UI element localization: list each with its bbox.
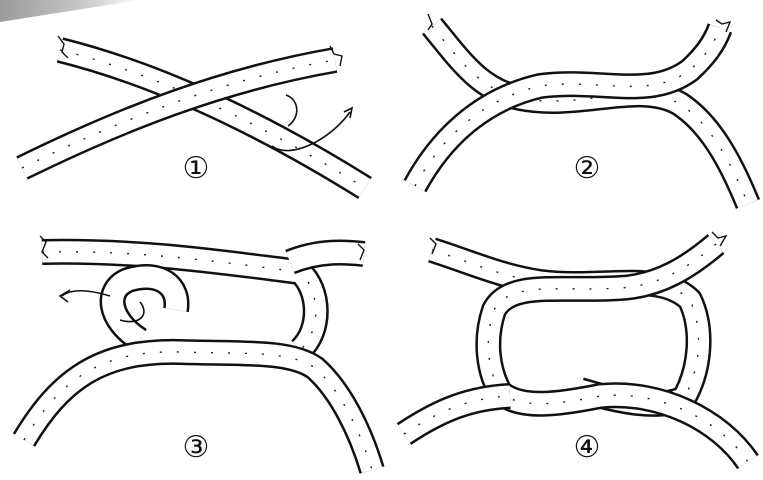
step-number-3: ③ [176, 431, 216, 465]
frayed-end [428, 14, 730, 32]
rope-strand-right [290, 252, 364, 262]
frayed-end [430, 232, 726, 254]
panel-step-4 [404, 232, 748, 462]
step-number-1: ① [176, 152, 216, 186]
arrow-head [60, 290, 70, 302]
step-number-4: ④ [567, 431, 607, 465]
step-number-2: ② [567, 152, 607, 186]
rope-loop [113, 277, 177, 340]
rope-strand-c [404, 396, 510, 434]
arrow-head [344, 108, 352, 118]
